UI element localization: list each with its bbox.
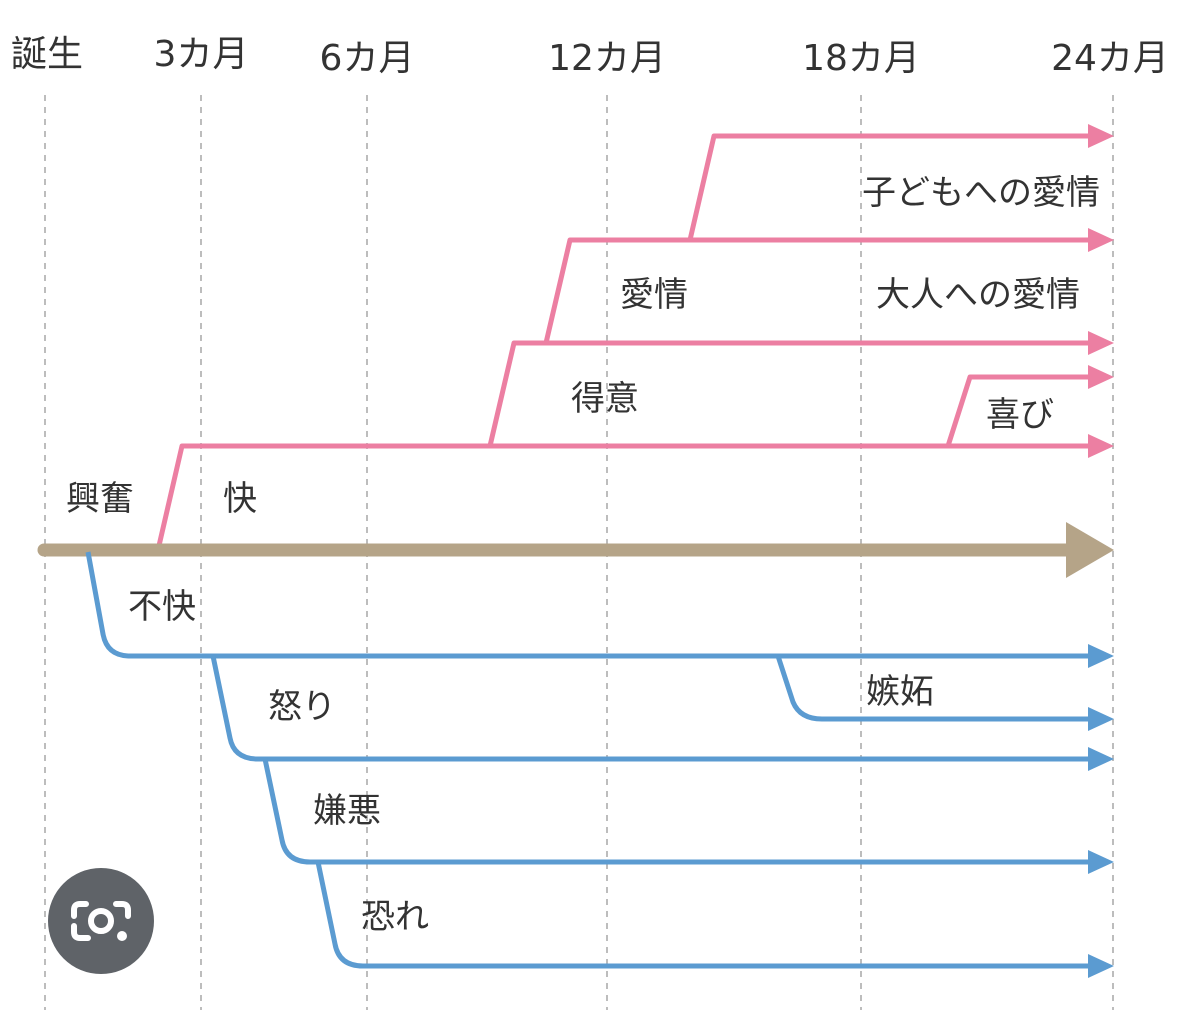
arrowhead-joy bbox=[1088, 365, 1114, 389]
emotion-labels: 子どもへの愛情 愛情 大人への愛情 得意 喜び 興奮 快 不快 嫉妬 怒り 嫌悪… bbox=[66, 173, 1100, 937]
arrowhead-affection-children bbox=[1088, 124, 1114, 148]
base-excitement-arrow bbox=[37, 522, 1114, 578]
path-fear bbox=[315, 861, 1092, 969]
age-label-birth: 誕生 bbox=[11, 34, 83, 75]
label-excitement: 興奮 bbox=[66, 479, 134, 519]
label-fear: 恐れ bbox=[361, 897, 429, 937]
age-labels: 誕生 3カ月 6カ月 12カ月 18カ月 24カ月 bbox=[11, 34, 1169, 79]
arrowhead-anger bbox=[1088, 747, 1114, 771]
label-displeasure: 不快 bbox=[128, 587, 196, 627]
age-label-24m: 24カ月 bbox=[1051, 38, 1169, 79]
label-anger: 怒り bbox=[268, 687, 336, 727]
path-affection-children bbox=[687, 133, 1092, 241]
path-affection bbox=[543, 237, 1092, 344]
lens-search-button[interactable] bbox=[48, 868, 154, 974]
positive-arrowheads bbox=[1088, 124, 1114, 458]
arrowhead-pride bbox=[1088, 331, 1114, 355]
label-jealousy: 嫉妬 bbox=[866, 672, 934, 712]
arrowhead-fear bbox=[1088, 954, 1114, 978]
path-jealousy bbox=[775, 655, 1092, 722]
negative-emotion-paths bbox=[85, 551, 1092, 969]
path-disgust bbox=[262, 758, 1092, 865]
path-anger bbox=[210, 655, 1092, 762]
arrowhead-pleasure bbox=[1088, 434, 1114, 458]
label-affection: 愛情 bbox=[620, 275, 688, 315]
arrowhead-jealousy bbox=[1088, 707, 1114, 731]
lens-camera-icon bbox=[71, 901, 131, 941]
arrowhead-displeasure bbox=[1088, 644, 1114, 668]
label-pride: 得意 bbox=[571, 379, 639, 419]
age-label-6m: 6カ月 bbox=[320, 38, 415, 79]
arrowhead-affection-adults bbox=[1088, 228, 1114, 252]
excitement-arrowhead bbox=[1066, 522, 1114, 578]
label-joy: 喜び bbox=[986, 395, 1054, 435]
label-affection-children: 子どもへの愛情 bbox=[862, 173, 1100, 213]
positive-emotion-paths bbox=[155, 133, 1092, 551]
age-label-18m: 18カ月 bbox=[802, 38, 920, 79]
path-pleasure bbox=[155, 443, 1092, 551]
arrowhead-disgust bbox=[1088, 850, 1114, 874]
path-joy bbox=[945, 374, 1092, 447]
path-displeasure bbox=[85, 551, 1092, 659]
label-pleasure: 快 bbox=[223, 479, 257, 519]
negative-arrowheads bbox=[1088, 644, 1114, 978]
age-label-3m: 3カ月 bbox=[154, 34, 249, 75]
label-disgust: 嫌悪 bbox=[313, 791, 381, 831]
label-affection-adults: 大人への愛情 bbox=[876, 275, 1080, 315]
path-pride bbox=[487, 340, 1092, 447]
age-label-12m: 12カ月 bbox=[548, 38, 666, 79]
